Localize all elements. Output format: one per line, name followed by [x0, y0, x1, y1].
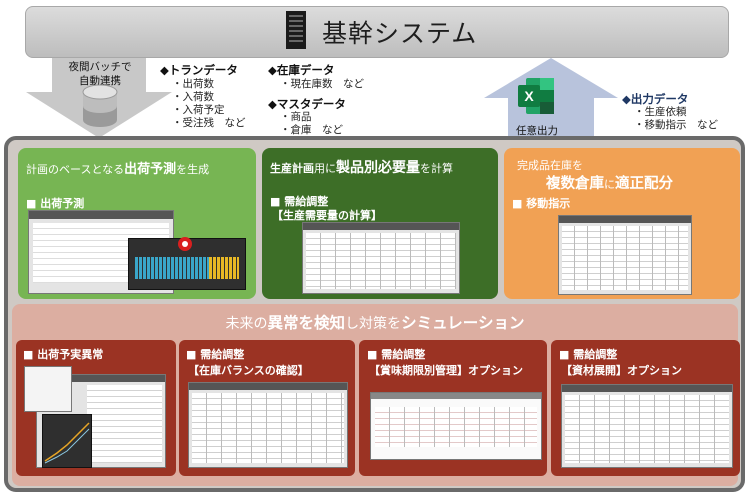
materials-card-title: ■ 需給調整 [559, 348, 618, 361]
materials-card-sub: 【資材展開】オプション [561, 364, 682, 377]
database-icon [82, 84, 118, 127]
excel-icon: X [518, 78, 554, 114]
any-output-label: 任意出力 [516, 125, 558, 137]
materials-screenshot [561, 384, 733, 468]
expiry-card-title: ■ 需給調整 [367, 348, 426, 361]
allocation-line1: 完成品在庫を [517, 159, 583, 172]
anomaly-chart-thumbnail [42, 414, 92, 468]
tran-data-title: ◆トランデータ [160, 63, 238, 77]
production-screenshot [302, 222, 460, 294]
target-icon [178, 237, 192, 251]
inventory-balance-sub: 【在庫バランスの確認】 [188, 364, 309, 377]
anomaly-card-title: ■ 出荷予実異常 [23, 348, 104, 361]
output-data-title: ◆出力データ [622, 92, 689, 106]
core-system-title: 基幹システム [322, 19, 478, 48]
batch-label: 夜間バッチで 自動連携 [68, 61, 132, 87]
master-data-title: ◆マスタデータ [268, 97, 346, 111]
master-data-list: ・商品 ・倉庫 など [280, 111, 343, 136]
stock-data-title: ◆在庫データ [268, 63, 335, 77]
forecast-section: ■ 出荷予測 [26, 197, 85, 210]
output-data-list: ・生産依頼 ・移動指示 など [634, 106, 718, 131]
inventory-balance-screenshot [188, 382, 348, 468]
core-system-bar [25, 6, 729, 58]
expiry-screenshot [370, 392, 542, 460]
tran-data-list: ・出荷数 ・入荷数 ・入荷予定 ・受注残 など [172, 78, 246, 129]
production-subsection: 【生産需要量の計算】 [272, 209, 382, 222]
anomaly-popup [24, 366, 72, 412]
simulation-heading: 未来の異常を検知し対策をシミュレーション [225, 314, 525, 332]
server-icon [286, 11, 306, 49]
forecast-heading: 計画のベースとなる出荷予測を生成 [26, 162, 210, 177]
allocation-section: ■ 移動指示 [512, 197, 571, 210]
production-section: ■ 需給調整 [270, 195, 329, 208]
production-heading: 生産計画用に製品別必要量を計算 [270, 160, 453, 176]
allocation-heading: 複数倉庫に適正配分 [546, 176, 673, 192]
allocation-screenshot [558, 215, 692, 295]
stock-data-list: ・現在庫数 など [280, 78, 364, 90]
expiry-card-sub: 【賞味期限別管理】オプション [369, 364, 523, 377]
inventory-balance-title: ■ 需給調整 [186, 348, 245, 361]
svg-text:X: X [524, 88, 534, 104]
